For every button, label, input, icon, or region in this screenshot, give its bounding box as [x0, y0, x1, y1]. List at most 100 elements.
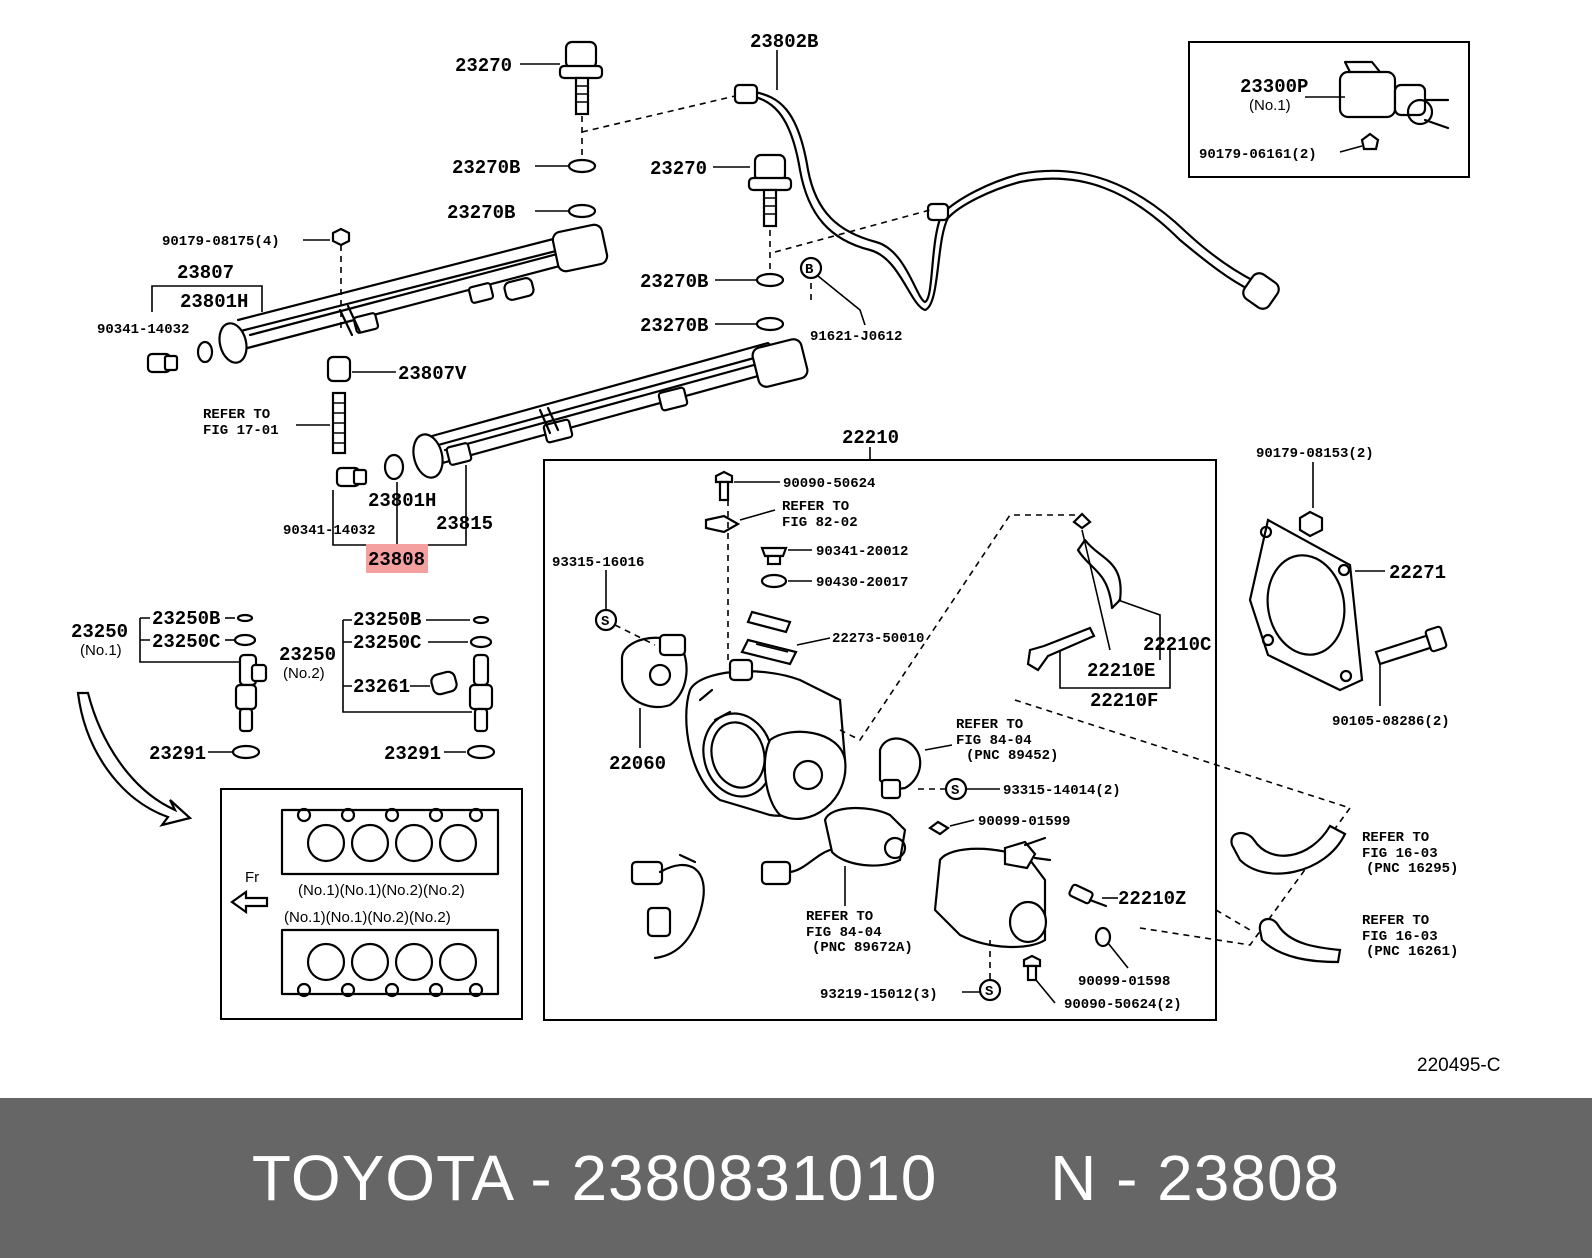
pipe-end-fitting	[1242, 272, 1280, 310]
fuel-rail-lower-23815	[412, 338, 809, 479]
pulsation-damper-top	[558, 40, 604, 116]
seal-23291-1	[231, 744, 261, 760]
label-90341-14032-1: 90341-14032	[97, 322, 189, 338]
label-23291-2: 23291	[384, 743, 441, 765]
label-90179-06161: 90179-06161(2)	[1199, 147, 1317, 163]
wire-harness	[630, 853, 705, 960]
pressure-regulator-part	[1338, 60, 1450, 151]
gasket-90099-01598	[1094, 926, 1112, 948]
label-23261: 23261	[353, 676, 410, 698]
label-fr: Fr	[245, 869, 259, 886]
label-22210e: 22210E	[1087, 660, 1155, 682]
sensor-22210z	[1068, 883, 1108, 908]
refer-84-04-line1: REFER TO	[956, 717, 1023, 733]
label-23270b-2: 23270B	[447, 202, 515, 224]
gasket-90430-20017	[760, 573, 788, 589]
refer-84-04b-line2: FIG 84-04	[806, 925, 882, 941]
motor-pnc-89672a	[760, 806, 907, 886]
refer-84-04b-line1: REFER TO	[806, 909, 873, 925]
o-ring-23250b-1	[236, 613, 254, 623]
refer-16-03b-line1: REFER TO	[1362, 913, 1429, 929]
label-22273-50010: 22273-50010	[832, 631, 924, 647]
injector-layout-bottom-labels: (No.1)(No.1)(No.2)(No.2)	[284, 909, 451, 926]
plug-90341-20012	[760, 546, 788, 566]
refer-16-03a-line1: REFER TO	[1362, 830, 1429, 846]
refer-84-04-line3: (PNC 89452)	[966, 748, 1058, 764]
throttle-body-main	[685, 658, 847, 821]
label-23250-2: 23250	[279, 644, 336, 666]
injector-no1	[234, 653, 268, 733]
s-marker-1	[594, 608, 618, 632]
label-23250-1-no: (No.1)	[80, 642, 122, 659]
s-marker-2-label: S	[951, 783, 959, 799]
label-22210: 22210	[842, 427, 899, 449]
label-23270b-1: 23270B	[452, 157, 520, 179]
label-90179-08153: 90179-08153(2)	[1256, 446, 1374, 462]
label-23291-1: 23291	[149, 743, 206, 765]
fuel-pipe-23802b	[746, 93, 1252, 312]
s-marker-1-label: S	[601, 614, 609, 630]
injector-layout-top-labels: (No.1)(No.1)(No.2)(No.2)	[298, 882, 465, 899]
screw-90090-50624-2	[1022, 954, 1042, 982]
part-number-banner: TOYOTA - 2380831010 N - 23808	[0, 1098, 1592, 1258]
refer-17-01-line2: FIG 17-01	[203, 423, 279, 439]
label-23807: 23807	[177, 262, 234, 284]
bracket-fig-82-02	[704, 514, 741, 534]
label-90090-50624: 90090-50624	[783, 476, 875, 492]
label-90099-01598: 90099-01598	[1078, 974, 1170, 990]
arrow-to-injector-layout	[76, 691, 193, 827]
gasket-22273-50010	[740, 610, 798, 666]
label-b: B	[805, 262, 814, 278]
label-22210c: 22210C	[1143, 634, 1211, 656]
injector-layout-top	[280, 807, 500, 876]
washer-23270b-3	[755, 272, 785, 288]
insulator-23807v	[326, 355, 352, 383]
gasket-23801h-upper	[196, 340, 214, 364]
refer-16-03a-line2: FIG 16-03	[1362, 846, 1438, 862]
label-23801h-2: 23801H	[368, 490, 436, 512]
seal-23291-2	[466, 744, 496, 760]
label-90099-01599: 90099-01599	[978, 814, 1070, 830]
refer-82-02-line1: REFER TO	[782, 499, 849, 515]
label-93219-15012: 93219-15012(3)	[820, 987, 938, 1003]
refer-16-03a-line3: (PNC 16295)	[1366, 861, 1458, 877]
label-23250b-1: 23250B	[152, 608, 220, 630]
throttle-body-group-box	[543, 459, 1217, 1021]
label-23250c-2: 23250C	[353, 632, 421, 654]
label-93315-16016: 93315-16016	[552, 555, 644, 571]
label-23250b-2: 23250B	[353, 609, 421, 631]
label-23250-2-no: (No.2)	[283, 665, 325, 682]
gasket-23801h-lower	[383, 453, 405, 481]
label-23270b-4: 23270B	[640, 315, 708, 337]
clip-b-marker	[799, 256, 823, 280]
label-90105-08286: 90105-08286(2)	[1332, 714, 1450, 730]
label-23802b: 23802B	[750, 31, 818, 53]
s-marker-3	[978, 978, 1002, 1002]
washer-23270b-4	[755, 316, 785, 332]
throttle-opener-unit	[933, 836, 1052, 948]
label-90341-14032-2: 90341-14032	[283, 523, 375, 539]
refer-16-03b-line2: FIG 16-03	[1362, 929, 1438, 945]
refer-84-04b-line3: (PNC 89672A)	[812, 940, 913, 956]
pulsation-damper-mid	[747, 153, 793, 228]
label-93315-14014: 93315-14014(2)	[1003, 783, 1121, 799]
label-23270b-3: 23270B	[640, 271, 708, 293]
label-23300p-no: (No.1)	[1249, 97, 1291, 114]
highlight-23808	[366, 544, 428, 573]
part-number-text: TOYOTA - 2380831010 N - 23808	[251, 1142, 1341, 1214]
hose-pnc-16261	[1258, 917, 1342, 964]
washer-23270b-2	[567, 203, 597, 219]
nut-90179-08153	[1298, 510, 1324, 538]
label-90341-20012: 90341-20012	[816, 544, 908, 560]
label-22210z: 22210Z	[1118, 888, 1186, 910]
label-22271: 22271	[1389, 562, 1446, 584]
hose-pnc-16295	[1230, 824, 1347, 875]
label-23250-1: 23250	[71, 621, 128, 643]
gasket-22271	[1248, 518, 1364, 692]
front-arrow-icon	[230, 889, 269, 915]
insulator-23261	[430, 670, 458, 696]
label-90179-08175: 90179-08175(4)	[162, 234, 280, 250]
gasket-90099-01599	[928, 820, 950, 836]
s-marker-3-label: S	[985, 984, 993, 1000]
bolt-90105-08286	[1374, 625, 1448, 666]
